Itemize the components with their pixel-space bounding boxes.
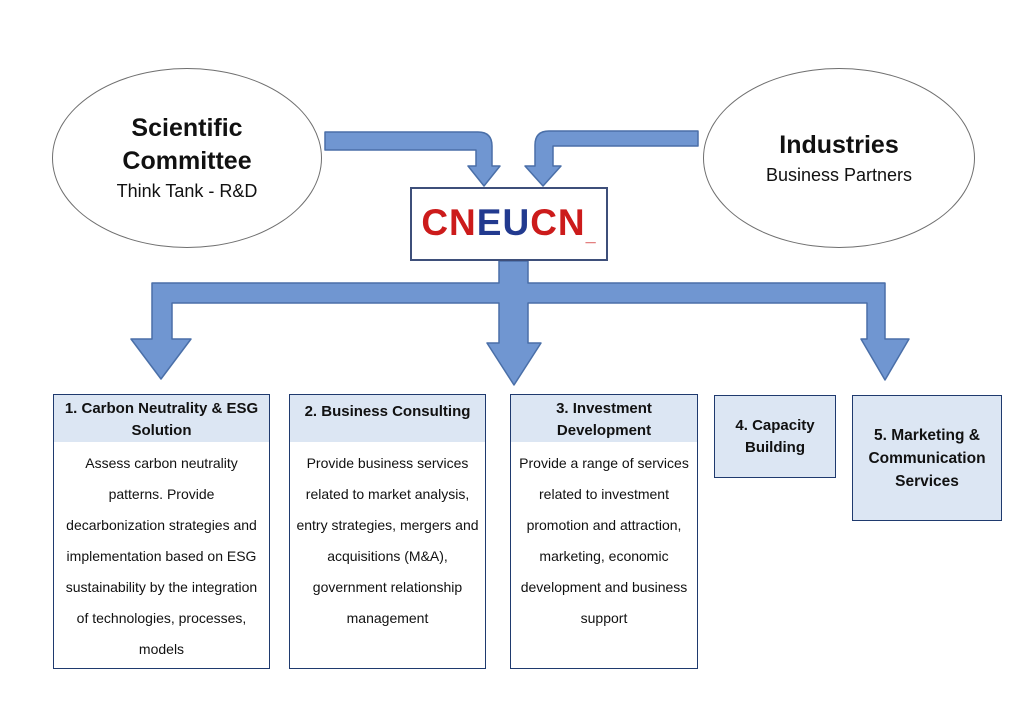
- service-description: Provide business services related to mar…: [296, 455, 479, 626]
- logo-part-tail: _: [585, 225, 597, 245]
- cneucn-logo: CNEUCN_: [421, 202, 596, 246]
- arrow-science-to-center: [324, 131, 501, 187]
- industries-node: Industries Business Partners: [703, 68, 975, 248]
- service-box-investment-development: 3. Investment Development Provide a rang…: [510, 394, 698, 669]
- service-title: 5. Marketing & Communication Services: [868, 426, 986, 490]
- arrow-distribution-bar: [130, 260, 910, 386]
- logo-part-cn-1: CN: [421, 202, 477, 243]
- service-title: 1. Carbon Neutrality & ESG Solution: [54, 395, 269, 442]
- service-description: Provide a range of services related to i…: [519, 455, 689, 626]
- industries-title: Industries: [779, 130, 899, 159]
- arrow-industries-to-center: [524, 130, 699, 187]
- service-description: Assess carbon neutrality patterns. Provi…: [65, 455, 258, 657]
- service-box-carbon-neutrality: 1. Carbon Neutrality & ESG Solution Asse…: [53, 394, 270, 669]
- scientific-committee-subtitle: Think Tank - R&D: [116, 181, 258, 201]
- scientific-committee-node: Scientific Committee Think Tank - R&D: [52, 68, 322, 248]
- service-box-business-consulting: 2. Business Consulting Provide business …: [289, 394, 486, 669]
- logo-part-eu: EU: [476, 202, 531, 243]
- cneucn-node: CNEUCN_: [410, 187, 608, 261]
- service-title: 2. Business Consulting: [290, 395, 485, 442]
- scientific-committee-title: Scientific Committee: [122, 114, 252, 175]
- service-box-marketing-communication: 5. Marketing & Communication Services: [852, 395, 1002, 521]
- logo-part-cn-2: CN: [530, 202, 586, 243]
- service-box-capacity-building: 4. Capacity Building: [714, 395, 836, 478]
- service-title: 4. Capacity Building: [735, 416, 815, 456]
- service-title: 3. Investment Development: [511, 395, 697, 442]
- industries-subtitle: Business Partners: [765, 164, 913, 185]
